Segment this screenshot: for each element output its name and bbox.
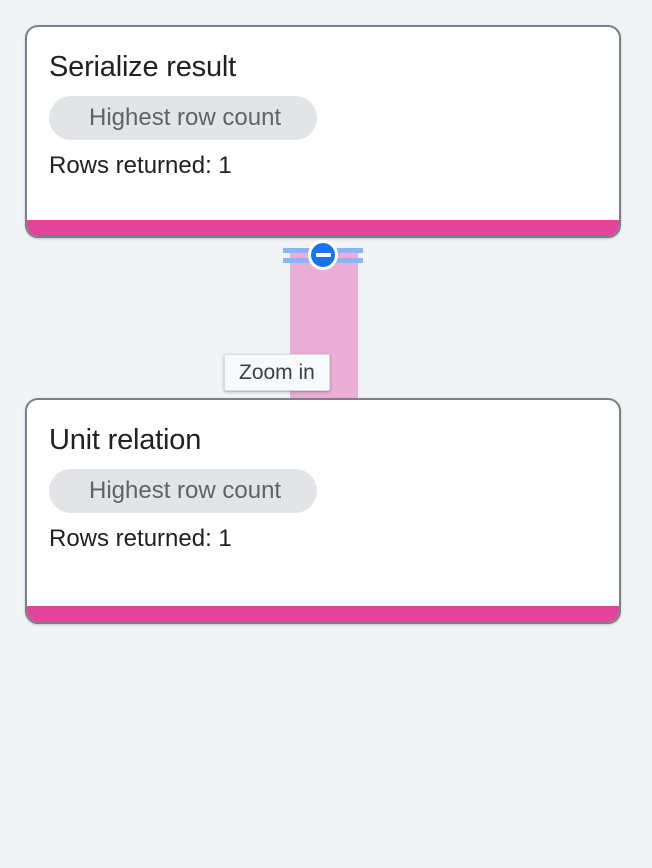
node-body: Unit relation Highest row count Rows ret… (27, 400, 619, 606)
node-title: Serialize result (49, 51, 236, 83)
collapse-rail-left-icon (283, 238, 317, 272)
collapse-rail-right-icon (329, 238, 363, 272)
zoom-in-tooltip: Zoom in (224, 354, 330, 391)
minus-circle-icon[interactable] (308, 240, 338, 270)
node-status-bar (27, 220, 619, 236)
node-title: Unit relation (49, 424, 202, 456)
node-metric-rows-returned: Rows returned: 1 (49, 525, 232, 552)
graph-node-serialize-result[interactable]: Serialize result Highest row count Rows … (25, 25, 621, 238)
node-badge-highest-row-count: Highest row count (49, 96, 318, 140)
node-metric-rows-returned: Rows returned: 1 (49, 152, 232, 179)
node-body: Serialize result Highest row count Rows … (27, 27, 619, 220)
node-badge-highest-row-count: Highest row count (49, 469, 318, 513)
graph-node-unit-relation[interactable]: Unit relation Highest row count Rows ret… (25, 398, 621, 624)
edge-collapse-control[interactable] (283, 238, 363, 272)
node-status-bar (27, 606, 619, 622)
